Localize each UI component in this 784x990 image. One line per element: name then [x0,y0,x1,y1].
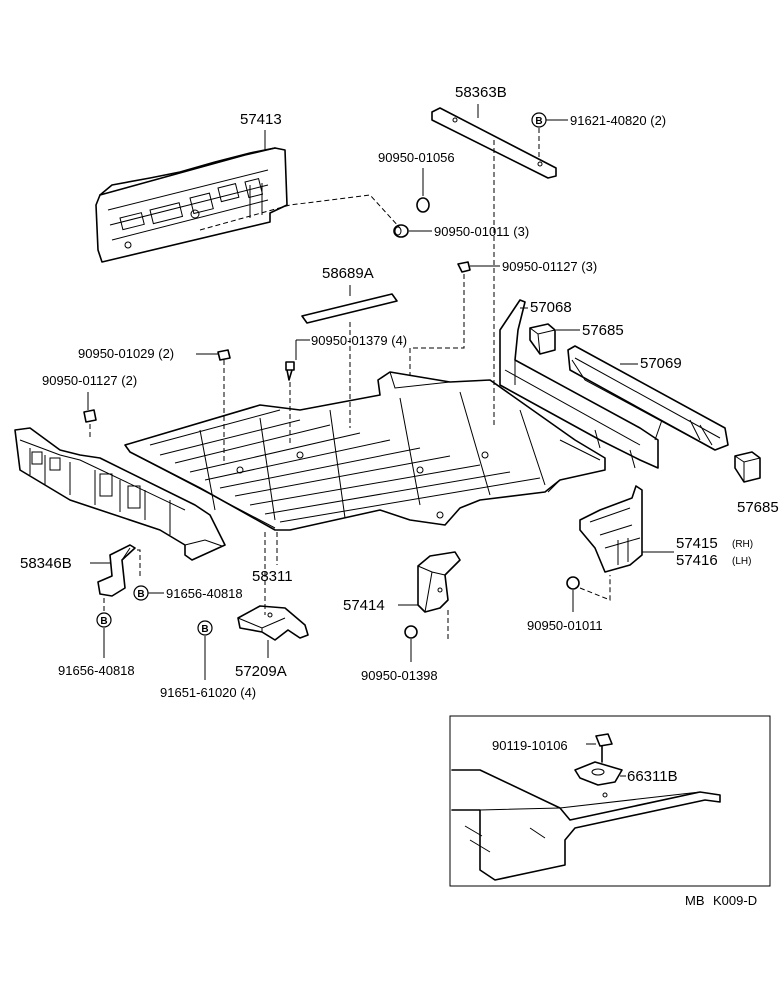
footer-code-2: K009-D [713,893,757,908]
part-66311B-plate [574,761,623,786]
label-90950-01127-a: 90950-01127 (3) [502,259,597,274]
part-57069-rail [567,345,729,451]
label-57685-a: 57685 [582,322,624,339]
label-57068: 57068 [530,299,572,316]
label-57414: 57414 [343,597,385,614]
label-58689A: 58689A [322,265,374,282]
bolt-icon [595,733,613,763]
label-90950-01056: 90950-01056 [378,150,455,165]
label-58346B: 58346B [20,555,72,572]
label-90950-01011-a: 90950-01011 (3) [434,224,529,239]
part-57414-bracket [417,551,461,613]
label-66311B: 66311B [627,768,678,785]
part-57415-57416-bracket [579,485,643,573]
plug-icon-3 [404,625,418,639]
bolt-b-icon-2: B [133,585,149,601]
clip-icon [457,261,471,273]
clip-icon-2 [83,409,97,423]
label-91656-a: 91656-40818 [166,586,243,601]
label-57416-side: (LH) [732,556,751,567]
svg-text:B: B [137,589,144,600]
label-91621: 91621-40820 (2) [570,113,666,128]
svg-text:B: B [201,624,208,635]
part-57413-panel [95,147,401,263]
part-58311-floor-pan [124,371,606,531]
part-58689A-rod [301,293,398,324]
part-57209A-bracket [237,605,309,641]
bolt-b-icon-3: B [96,612,112,628]
label-57415-side: (RH) [732,539,753,550]
label-90950-01011-b: 90950-01011 [527,618,603,633]
part-left-side-panel [14,427,226,561]
fastener-icon [285,361,295,381]
bolt-b-icon-4: B [197,620,213,636]
bolt-b-icon: B [531,112,547,128]
label-57415: 57415 [676,535,718,552]
label-91651: 91651-61020 (4) [160,685,256,700]
label-91656-b: 91656-40818 [58,663,135,678]
svg-text:B: B [535,116,542,127]
inset-detail [449,715,771,887]
grommet-icon [393,224,409,238]
part-57685-block-a [529,323,556,355]
label-57413: 57413 [240,111,282,128]
label-58363B: 58363B [455,84,507,101]
nut-icon [566,576,580,590]
part-58346B-bracket [97,544,136,597]
label-57209A: 57209A [235,663,287,680]
part-57685-block-b [734,451,761,483]
plug-icon [416,197,430,213]
part-58363B-bracket [431,107,557,179]
label-90950-01127-b: 90950-01127 (2) [42,373,137,388]
label-90950-01379: 90950-01379 (4) [311,333,407,348]
label-90950-01398: 90950-01398 [361,668,438,683]
label-58311: 58311 [252,568,293,585]
label-57685-b: 57685 [737,499,779,516]
svg-text:B: B [100,616,107,627]
part-57068-rail [499,299,663,469]
label-90119: 90119-10106 [492,738,568,753]
label-90950-01029: 90950-01029 (2) [78,346,174,361]
footer-code-1: MB [685,893,705,908]
plug-icon-2 [217,349,231,361]
label-57069: 57069 [640,355,682,372]
label-57416: 57416 [676,552,718,569]
